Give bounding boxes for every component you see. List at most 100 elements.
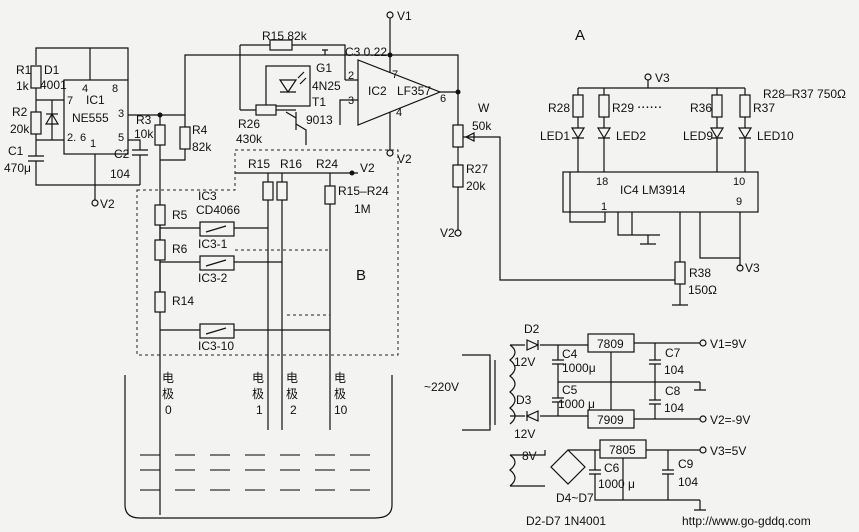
resistor-r3 bbox=[154, 124, 166, 146]
wire-reg-out bbox=[634, 342, 700, 420]
transformer-8v bbox=[509, 454, 516, 487]
label-1m: 1M bbox=[354, 202, 371, 216]
resistor-r28 bbox=[572, 94, 584, 118]
wire-top-bus bbox=[160, 54, 459, 116]
label-c5: C5 bbox=[562, 383, 578, 397]
label-r1: R1 bbox=[16, 63, 32, 77]
label-c4-value: 1000μ bbox=[562, 361, 596, 375]
terminal-v1-out bbox=[699, 339, 707, 347]
pin-4: 4 bbox=[82, 83, 88, 95]
label-ic3-1: IC3-1 bbox=[198, 237, 228, 251]
ic4-lm3914 bbox=[562, 171, 759, 213]
label-9013: 9013 bbox=[306, 113, 333, 127]
label-r29: R29 bbox=[612, 101, 634, 115]
terminal-v2-555 bbox=[91, 199, 99, 207]
label-r36: R36 bbox=[690, 101, 712, 115]
label-d1-value: 4001 bbox=[40, 78, 67, 92]
label-r14: R14 bbox=[172, 294, 194, 308]
label-220v: ~220V bbox=[424, 380, 459, 394]
water-tank bbox=[124, 375, 393, 519]
opto-led-icon bbox=[278, 79, 298, 94]
capacitor-c6 bbox=[589, 450, 700, 501]
label-r3: R3 bbox=[136, 113, 152, 127]
wire-switch-left bbox=[160, 227, 200, 331]
label-electrode-10c: 10 bbox=[334, 403, 348, 417]
label-led2: LED2 bbox=[616, 129, 646, 143]
diode-d3 bbox=[525, 410, 539, 422]
label-v2-555: V2 bbox=[100, 197, 115, 211]
label-r26-value: 430k bbox=[236, 132, 263, 146]
label-v2-b: V2 bbox=[360, 161, 375, 175]
label-4n25: 4N25 bbox=[312, 79, 341, 93]
label-ic2: IC2 bbox=[368, 84, 387, 98]
wire-c1-gnd bbox=[35, 161, 140, 186]
label-electrode-0b: 极 bbox=[162, 387, 174, 401]
label-r28-r37: R28–R37 750Ω bbox=[763, 87, 846, 101]
switch-contacts bbox=[205, 225, 227, 335]
label-c8-value: 104 bbox=[664, 401, 684, 415]
label-ne555: NE555 bbox=[72, 111, 109, 125]
label-electrode-0c: 0 bbox=[165, 403, 172, 417]
label-electrode-0a: 电 bbox=[162, 371, 174, 385]
label-c8: C8 bbox=[665, 384, 681, 398]
label-r6: R6 bbox=[172, 242, 188, 256]
resistor-r37 bbox=[739, 94, 751, 118]
label-c9: C9 bbox=[678, 457, 694, 471]
label-lm3914: IC4 LM3914 bbox=[620, 183, 686, 197]
resistor-r26 bbox=[255, 104, 277, 116]
wire-c3-tap bbox=[322, 49, 328, 55]
label-d1: D1 bbox=[44, 63, 60, 77]
label-dots: ...... bbox=[637, 95, 662, 112]
ic1-ne555 bbox=[63, 79, 129, 155]
label-c5-value: 1000 μ bbox=[558, 397, 595, 411]
op-pin6: 6 bbox=[440, 93, 446, 105]
terminal-v3-top bbox=[644, 73, 652, 81]
transformer-primary-wire bbox=[462, 354, 491, 431]
label-8v: 8V bbox=[522, 449, 537, 463]
label-cd4066: CD4066 bbox=[196, 203, 240, 217]
dashed-section-b bbox=[136, 149, 399, 356]
label-electrode-1a: 电 bbox=[252, 371, 264, 385]
wire-r38-gnd bbox=[672, 284, 688, 306]
label-c9-value: 104 bbox=[678, 475, 698, 489]
label-c2-value: 104 bbox=[110, 167, 130, 181]
label-r27: R27 bbox=[466, 162, 488, 176]
resistor-r5 bbox=[154, 204, 166, 226]
capacitors-c7-c8 bbox=[649, 343, 661, 419]
pin-5: 5 bbox=[118, 132, 124, 144]
resistor-r4 bbox=[179, 126, 191, 150]
node-v2-b bbox=[349, 170, 355, 176]
label-r5: R5 bbox=[172, 208, 188, 222]
label-led10: LED10 bbox=[757, 129, 794, 143]
pin-3: 3 bbox=[118, 108, 124, 120]
label-r38: R38 bbox=[689, 266, 711, 280]
label-r27-value: 20k bbox=[466, 179, 486, 193]
wire-lm-pin1 bbox=[569, 172, 606, 223]
label-c4: C4 bbox=[562, 347, 578, 361]
watermark-url: http://www.go-gddq.com bbox=[682, 514, 811, 528]
label-r2-value: 20k bbox=[10, 122, 30, 136]
label-c1-value: 470μ bbox=[4, 161, 31, 175]
label-t1: T1 bbox=[312, 95, 326, 109]
label-c1: C1 bbox=[8, 144, 24, 158]
label-d3: D3 bbox=[516, 393, 532, 407]
label-v3-top: V3 bbox=[655, 71, 670, 85]
label-ic3-10: IC3-10 bbox=[198, 339, 234, 353]
terminal-v3-lm bbox=[736, 264, 744, 272]
label-7805: 7805 bbox=[609, 443, 636, 457]
label-electrode-1c: 1 bbox=[256, 403, 263, 417]
label-g1: G1 bbox=[316, 61, 332, 75]
diode-d2 bbox=[526, 339, 540, 351]
opto-arrows bbox=[297, 71, 307, 85]
terminal-v2-op bbox=[386, 149, 394, 157]
pin-18: 18 bbox=[596, 176, 608, 188]
label-electrode-2c: 2 bbox=[290, 403, 297, 417]
label-c7-value: 104 bbox=[664, 363, 684, 377]
wiper-arrow bbox=[464, 132, 475, 142]
wire-led-res-top bbox=[577, 88, 746, 95]
resistor-r15-feedback bbox=[269, 39, 293, 51]
wire-led-to-ic bbox=[577, 138, 746, 172]
resistor-r14 bbox=[154, 291, 166, 313]
